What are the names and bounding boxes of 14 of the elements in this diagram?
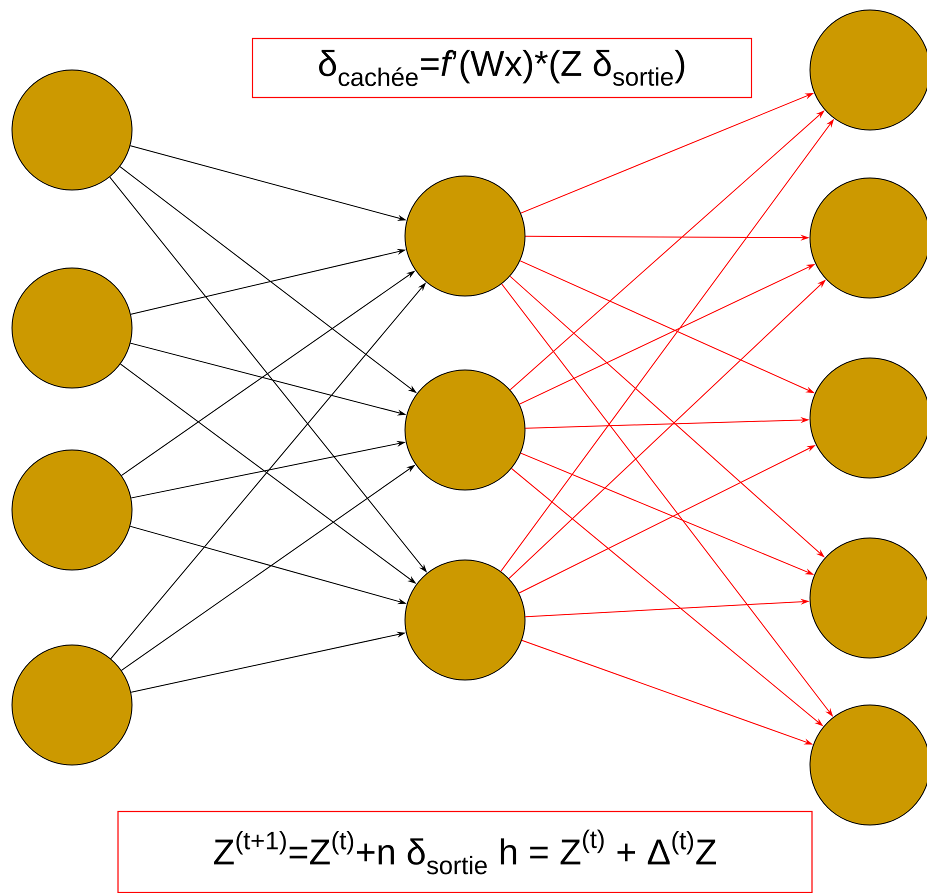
neuron-circle xyxy=(810,10,927,130)
neuron-circle xyxy=(404,370,526,490)
neuron-circle xyxy=(12,70,132,190)
neuron-circle xyxy=(810,704,927,826)
neuron-circle xyxy=(810,358,927,478)
neuron-circle xyxy=(404,560,526,680)
formula-box: $\text{δ}_{\text{cachée}}\text{=}\textit{f}\text{’(Wx)*(Z δ}_{\text{sortie}}\text{)}$ xyxy=(252,38,752,98)
neuron-circle xyxy=(810,538,927,658)
neuron-circle xyxy=(12,450,132,570)
neuron-circle xyxy=(12,644,132,766)
formula-box: $\text{Z}^{\text{(t+1)}}\text{=Z}^{\text{(t)}}\text{+n δ}_{\text{sortie}}\text{ h = Z}^{\text{(t)}}\text{ + Δ}^{\text{(t)}}\text{Z}$ xyxy=(117,810,813,893)
neuron-circle xyxy=(810,178,927,298)
neuron-circle xyxy=(404,176,526,296)
neuron-circle xyxy=(12,268,132,388)
